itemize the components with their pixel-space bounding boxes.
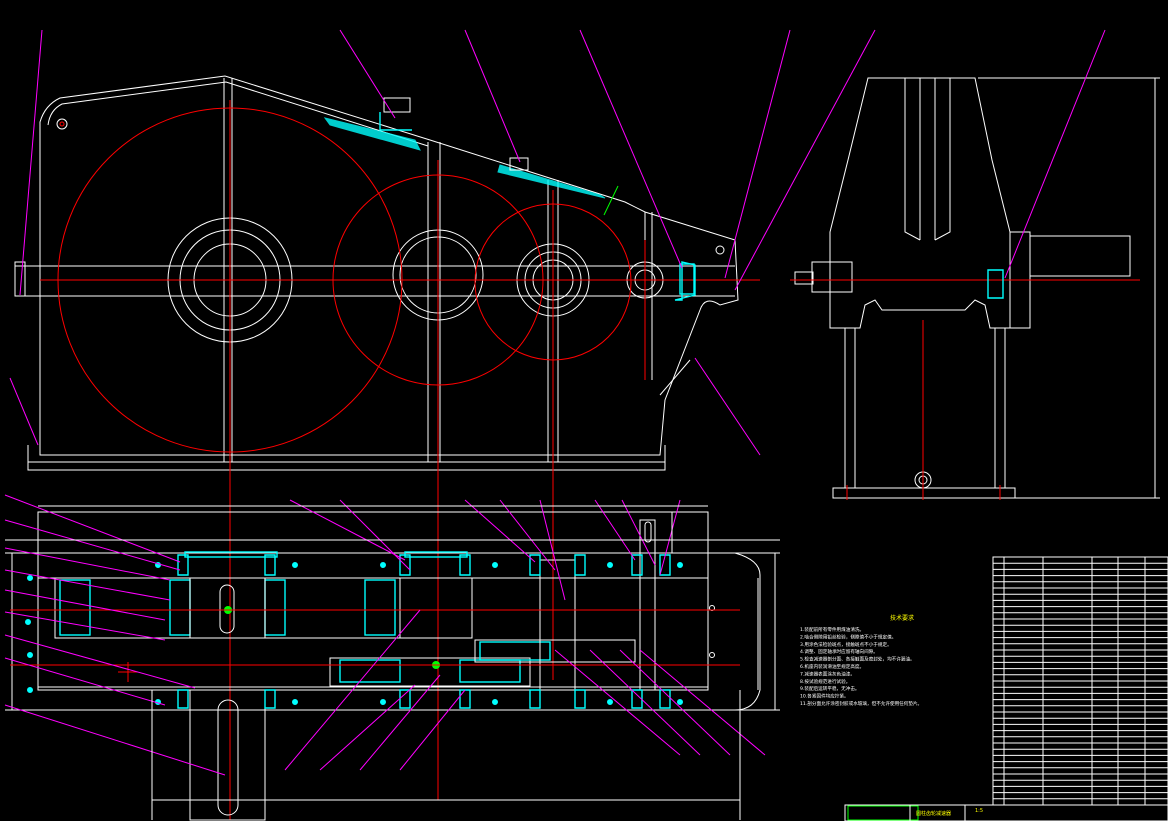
dimension-lines — [5, 505, 780, 820]
bearings — [177, 551, 671, 709]
tech-note-1: 1.装配前所有零件用煤油清洗。 — [800, 626, 864, 633]
title-block-scale: 1:5 — [975, 808, 983, 814]
tech-note-2: 2.啮合侧隙用铅丝检验，侧隙值不小于规定值。 — [800, 633, 896, 640]
title-block-name: 圆柱齿轮减速器 — [916, 810, 951, 817]
bolt-holes — [25, 562, 715, 705]
tech-note-7: 7.减速器表面涂灰色油漆。 — [800, 670, 855, 677]
tech-requirements-title: 技术要求 — [890, 614, 914, 622]
tech-note-5: 5.检查减速器剖分面、各接触面及密封处，均不许漏油。 — [800, 656, 915, 663]
tech-note-9: 9.装配后运转平稳，无冲击。 — [800, 685, 860, 692]
tech-note-10: 10.各紧固件均应拧紧。 — [800, 693, 849, 700]
tech-note-11: 11.剖分面允许涂密封胶或水玻璃，但不允许使用任何垫片。 — [800, 700, 922, 707]
tech-note-3: 3.用涂色法检验斑点，接触斑点不小于规定。 — [800, 641, 892, 648]
technical-requirements: 技术要求 1.装配前所有零件用煤油清洗。2.啮合侧隙用铅丝检验，侧隙值不小于规定… — [800, 614, 922, 707]
tech-note-6: 6.机座内装润滑油至规定高度。 — [800, 663, 864, 670]
front-view — [14, 75, 760, 820]
tech-note-4: 4.调整、固定轴承时应留有轴向间隙。 — [800, 648, 878, 655]
side-view — [790, 77, 1160, 500]
title-block: 圆柱齿轮减速器 1:5 — [844, 804, 1168, 821]
tech-note-8: 8.按试验规范进行试验。 — [800, 678, 850, 685]
leader-lines — [4, 29, 1106, 776]
parts-list-table — [992, 556, 1168, 806]
